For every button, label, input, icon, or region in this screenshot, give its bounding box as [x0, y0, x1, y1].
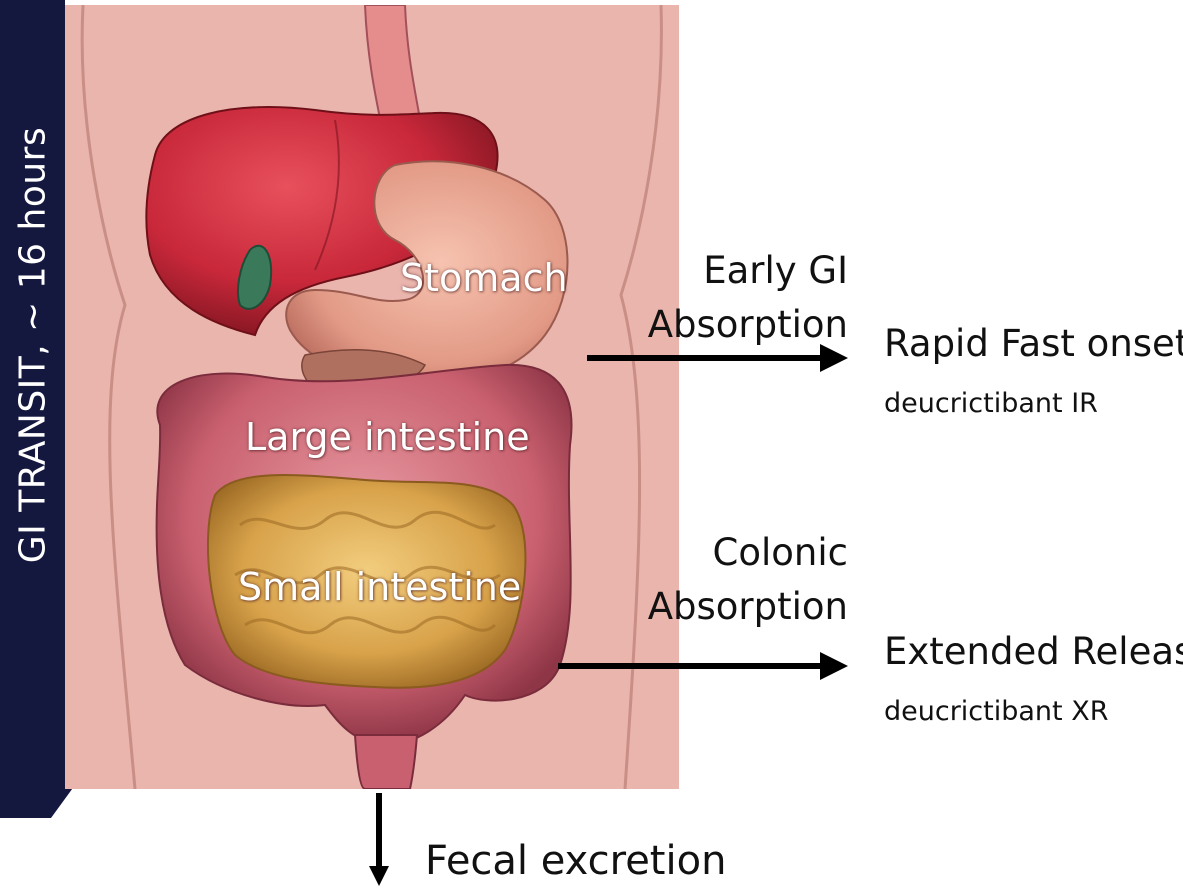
deucrictibant-xr-label: deucrictibant XR: [884, 696, 1108, 727]
stomach-label: Stomach: [400, 256, 568, 300]
extended-release-title: Extended Release: [884, 630, 1183, 673]
colonic-absorption-line1: Colonic: [640, 526, 848, 580]
small-intestine-label: Small intestine: [238, 565, 521, 609]
digestive-system-illustration: [65, 5, 679, 789]
fecal-excretion-arrow: [369, 793, 389, 886]
large-intestine-label: Large intestine: [245, 415, 530, 459]
colonic-absorption-label: Colonic Absorption: [640, 526, 848, 634]
rapid-onset-title: Rapid Fast onset: [884, 322, 1183, 365]
rectum: [355, 735, 417, 789]
gi-transit-label: GI TRANSIT, ~ 16 hours: [13, 127, 54, 563]
deucrictibant-ir-label: deucrictibant IR: [884, 388, 1098, 419]
early-absorption-label: Early GI Absorption: [640, 244, 848, 352]
early-absorption-line2: Absorption: [640, 298, 848, 352]
fecal-excretion-label: Fecal excretion: [425, 838, 726, 884]
early-absorption-line1: Early GI: [640, 244, 848, 298]
colonic-absorption-line2: Absorption: [640, 580, 848, 634]
